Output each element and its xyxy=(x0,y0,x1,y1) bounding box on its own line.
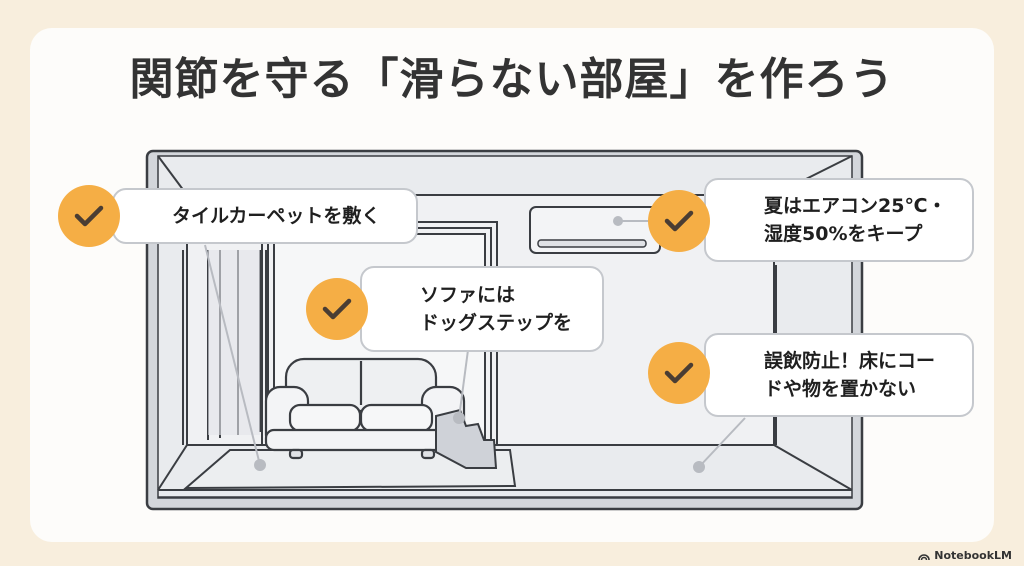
brand-label: NotebookLM xyxy=(934,549,1012,562)
check-icon xyxy=(648,190,710,252)
rug xyxy=(183,449,517,490)
check-icon xyxy=(648,342,710,404)
page-title: 関節を守る「滑らない部屋」を作ろう xyxy=(129,54,895,105)
check-icon xyxy=(306,278,368,340)
sofa xyxy=(264,357,466,460)
callout-text-line: ドや物を置かない xyxy=(764,378,917,400)
callout-text-line: ドッグステップを xyxy=(420,312,573,334)
notebooklm-branding: NotebookLM xyxy=(918,549,1012,562)
notebooklm-logo-icon xyxy=(918,553,931,560)
callout-air-conditioner: 夏はエアコン25℃・ 湿度50%をキープ xyxy=(704,178,974,262)
callout-text-line: 誤飲防止！床にコー xyxy=(764,350,936,372)
check-icon xyxy=(58,185,120,247)
callout-text-line: ソファには xyxy=(420,284,516,306)
callout-prevent-swallowing: 誤飲防止！床にコー ドや物を置かない xyxy=(704,333,974,417)
callout-dog-step: ソファには ドッグステップを xyxy=(360,266,604,352)
callout-text-line: タイルカーペットを敷く xyxy=(172,205,381,227)
callout-tile-carpet: タイルカーペットを敷く xyxy=(112,188,418,244)
callout-text-line: 夏はエアコン25℃・ xyxy=(764,195,947,217)
callout-text-line: 湿度50%をキープ xyxy=(764,223,923,245)
air-conditioner xyxy=(529,206,661,254)
